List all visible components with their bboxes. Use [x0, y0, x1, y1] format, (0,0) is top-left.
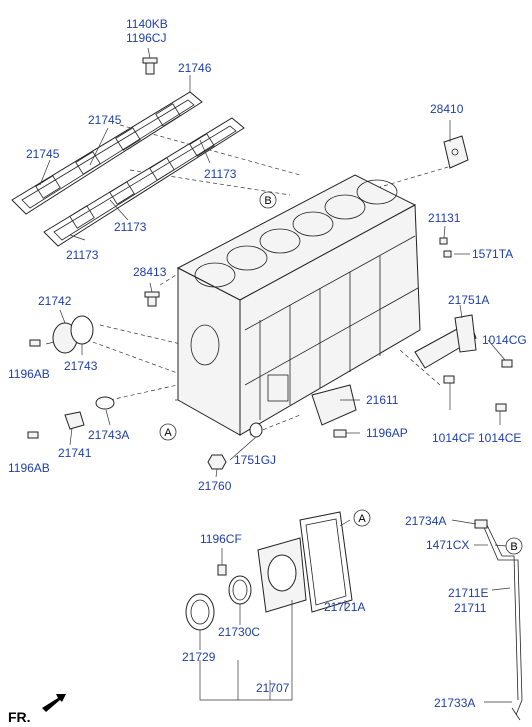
label-21173-right: 21173	[204, 167, 237, 181]
rear-plate-21707	[257, 537, 307, 613]
bolt-1196AB-a	[29, 339, 41, 347]
label-28410: 28410	[430, 102, 464, 116]
label-21746: 21746	[178, 61, 212, 75]
plug-21760	[207, 454, 227, 470]
label-21707: 21707	[256, 681, 290, 695]
front-direction-indicator: FR.	[8, 694, 66, 725]
callout-B-dipstick: B	[505, 537, 523, 555]
label-1014CE: 1014CE	[478, 431, 521, 445]
label-1014CF: 1014CF	[432, 431, 475, 445]
label-21173-mid: 21173	[114, 220, 147, 234]
label-1751GJ: 1751GJ	[234, 453, 276, 467]
label-1571TA: 1571TA	[472, 247, 513, 261]
front-direction-label: FR.	[8, 709, 31, 725]
label-1196AB-upper: 1196AB	[8, 367, 50, 381]
label-21743A: 21743A	[88, 428, 129, 442]
front-arrow-icon	[42, 694, 66, 712]
dipstick-21711	[474, 519, 523, 721]
label-1471CX: 1471CX	[426, 538, 469, 552]
label-21734A: 21734A	[405, 514, 446, 528]
label-21611: 21611	[366, 393, 399, 407]
leader-lines	[39, 47, 512, 703]
label-21741: 21741	[58, 446, 92, 460]
label-21729: 21729	[182, 650, 216, 664]
label-21173-left: 21173	[66, 248, 99, 262]
callout-B-dipstick-text: B	[510, 541, 517, 553]
label-21743: 21743	[64, 359, 98, 373]
plug-21131	[439, 237, 448, 245]
part-labels: 1140KB 1196CJ 21746 21745 21745 21173 21…	[8, 17, 527, 710]
label-1014CG: 1014CG	[482, 333, 527, 347]
bolt-1014CE	[495, 403, 507, 412]
cover-21741	[64, 411, 85, 430]
bolt-1014CG	[501, 359, 513, 368]
gasket-21743	[70, 315, 94, 345]
label-21760: 21760	[198, 479, 232, 493]
callout-A-left-text: A	[164, 427, 172, 439]
label-21745-left: 21745	[26, 147, 60, 161]
label-28413: 28413	[133, 265, 167, 279]
label-21745-top: 21745	[88, 113, 122, 127]
bolt-28413	[144, 291, 160, 307]
seal-21729	[185, 593, 215, 631]
label-21742: 21742	[38, 294, 72, 308]
label-21131: 21131	[428, 211, 461, 225]
label-1196CF: 1196CF	[200, 532, 242, 546]
gasket-21743A	[95, 396, 115, 410]
callout-B-upper-text: B	[264, 195, 271, 207]
label-21751A: 21751A	[448, 293, 489, 307]
bolt-1196CF	[217, 564, 227, 576]
callout-B-upper: B	[259, 191, 277, 209]
label-1196AB-lower: 1196AB	[8, 461, 50, 475]
bolt-1196AB-b	[27, 431, 39, 439]
seal-1751GJ	[249, 422, 263, 438]
label-21733A: 21733A	[434, 696, 475, 710]
bracket-21751A	[414, 314, 477, 369]
cylinder-block	[176, 174, 421, 436]
label-21721A: 21721A	[324, 600, 365, 614]
side-cover-gasket-lower	[43, 117, 245, 247]
callout-A-rear: A	[353, 509, 371, 527]
label-21711: 21711	[454, 601, 487, 615]
bracket-21611	[311, 384, 357, 426]
plug-1571TA	[443, 250, 452, 258]
bracket-28410	[443, 135, 469, 169]
label-21730C: 21730C	[218, 625, 260, 639]
cylinder-bores	[194, 179, 398, 288]
callout-A-left: A	[159, 423, 177, 441]
bolt-1140KB	[142, 57, 158, 75]
rear-cover-21721A	[299, 511, 353, 613]
label-1140KB: 1140KB	[126, 17, 168, 31]
side-cover-gasket-upper	[11, 91, 203, 215]
bolt-1196AP	[333, 429, 347, 438]
label-1196CJ: 1196CJ	[126, 31, 166, 45]
label-21711E: 21711E	[448, 586, 488, 600]
label-1196AP: 1196AP	[366, 426, 408, 440]
bolt-1014CF	[443, 375, 455, 384]
seal-21730C	[228, 575, 252, 605]
callout-A-rear-text: A	[358, 513, 366, 525]
